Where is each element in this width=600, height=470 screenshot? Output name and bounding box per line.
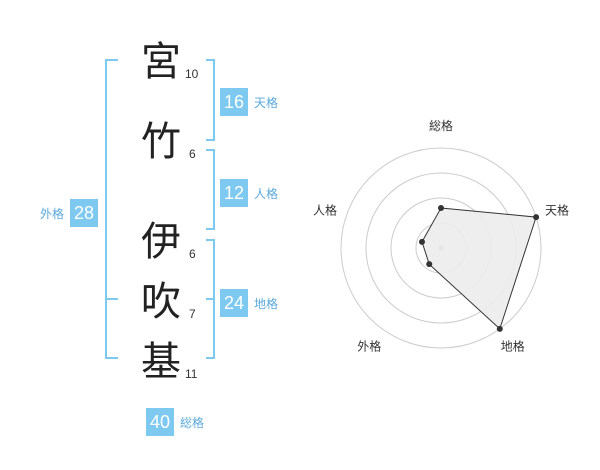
name-char-3: 伊: [141, 219, 181, 265]
stroke-count-5: 11: [185, 367, 198, 381]
stroke-count-3: 6: [189, 247, 196, 261]
radar-point: [426, 261, 433, 268]
radar-axis-label: 外格: [357, 339, 381, 354]
name-char-1: 宮: [141, 39, 181, 85]
name-char-5: 基: [141, 339, 181, 385]
radar-axis-label: 天格: [545, 202, 569, 217]
soukaku-label: 総格: [180, 415, 205, 430]
radar-ring: [340, 147, 542, 349]
name-char-4: 吹: [141, 279, 181, 325]
soukaku-value: 40: [146, 408, 174, 436]
radar-area: [421, 207, 537, 330]
tenkaku-value: 16: [220, 88, 248, 116]
chikaku-value: 24: [220, 289, 248, 317]
radar-axis-label: 総格: [429, 118, 453, 133]
chikaku-label: 地格: [254, 296, 279, 311]
stroke-count-4: 7: [189, 307, 196, 321]
radar-point: [418, 238, 425, 245]
jinkaku-badge: 12 人格: [220, 179, 278, 207]
radar-point: [496, 325, 503, 332]
stroke-count-1: 10: [185, 67, 199, 81]
jinkaku-label: 人格: [254, 186, 279, 201]
tenkaku-bracket: [206, 59, 215, 141]
jinkaku-bracket: [206, 149, 215, 230]
name-char-2: 竹: [141, 119, 181, 165]
tenkaku-label: 天格: [254, 95, 279, 110]
stroke-count-2: 6: [189, 147, 196, 161]
soukaku-badge: 40 総格: [146, 408, 204, 436]
chikaku-badge: 24 地格: [220, 289, 278, 317]
outer-bracket: [105, 59, 118, 359]
gaikaku-label: 外格: [40, 206, 65, 221]
gaikaku-value: 28: [70, 199, 99, 227]
gaikaku-badge: 外格 28: [40, 199, 99, 227]
tenkaku-badge: 16 天格: [220, 88, 278, 116]
radar-axis-label: 人格: [313, 202, 337, 217]
radar-axis-label: 地格: [501, 339, 525, 354]
radar-point: [533, 214, 540, 221]
radar-point: [438, 205, 444, 211]
jinkaku-value: 12: [220, 179, 248, 207]
